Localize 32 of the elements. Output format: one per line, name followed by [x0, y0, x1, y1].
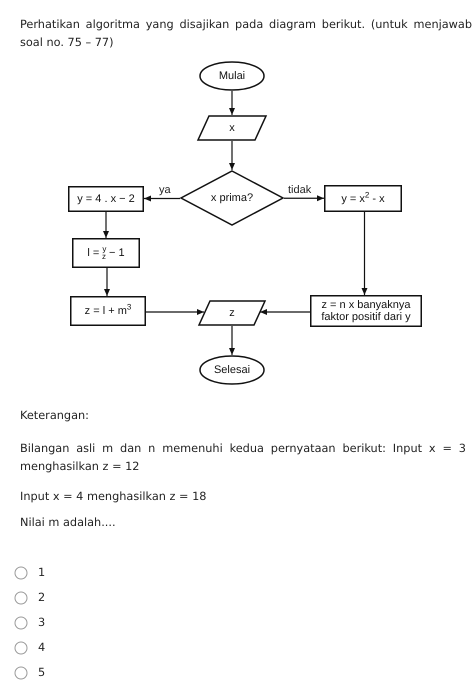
io-parallelogram: x — [197, 115, 267, 141]
edge-label: ya — [158, 184, 172, 196]
arrow — [229, 141, 235, 170]
paragraph-text: Bilangan asli m dan n memenuhi kedua pernyataan berikut: Input x = 3 menghasilkan z = 12 — [20, 441, 466, 475]
option-label: 1 — [38, 565, 46, 581]
process-box: y = 4 . x − 2 — [68, 186, 144, 212]
arrow — [260, 309, 310, 315]
paragraph-text: Nilai m adalah.... — [20, 515, 117, 531]
arrow — [144, 196, 180, 202]
option-label: 2 — [38, 590, 46, 606]
process-box: z = n x banyaknya faktor positif dari y — [310, 295, 422, 327]
edge-label: tidak — [287, 184, 312, 196]
decision-diamond: x prima? — [180, 170, 284, 226]
terminal-ellipse: Selesai — [199, 355, 265, 385]
arrow — [103, 212, 109, 238]
arrow — [146, 309, 204, 315]
process-box: l = $^{y}$$_{z}$ − 1 — [72, 238, 140, 268]
arrow — [284, 195, 324, 202]
paragraph-text: Perhatikan algoritma yang disajikan pada diagram berikut. (untuk menjawab soal no. 75 – 77) — [20, 17, 472, 51]
arrow — [229, 326, 235, 355]
option-label: 3 — [38, 615, 46, 631]
arrow — [362, 212, 368, 295]
io-parallelogram: z — [198, 300, 266, 326]
arrow — [229, 91, 235, 115]
terminal-ellipse: Mulai — [199, 61, 265, 91]
arrow — [104, 268, 110, 296]
heading-text: Keterangan: — [20, 408, 90, 424]
paragraph-text: Input x = 4 menghasilkan z = 18 — [20, 489, 208, 505]
option-label: 4 — [38, 640, 46, 656]
process-box: y = x$^{2}$ - x — [324, 185, 402, 212]
process-box: z = l + m$^{3}$ — [70, 296, 146, 326]
option-label: 5 — [38, 665, 46, 681]
